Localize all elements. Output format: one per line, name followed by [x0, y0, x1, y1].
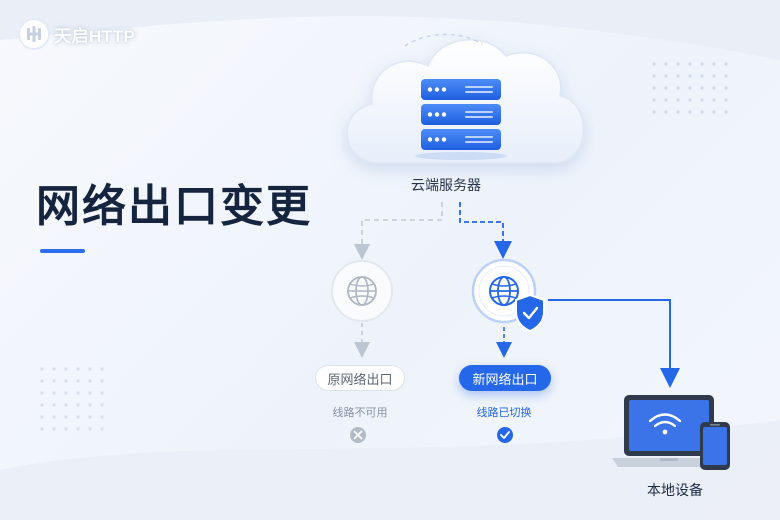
- old-exit-tag: 原网络出口: [315, 365, 405, 391]
- new-exit-tag: 新网络出口: [459, 365, 551, 391]
- new-exit-status: 线路已切换: [476, 406, 532, 419]
- laptop-icon: [612, 395, 726, 467]
- title-underline: [40, 249, 85, 253]
- old-exit-status: 线路不可用: [332, 406, 388, 419]
- brand-logo[interactable]: 天启HTTP: [20, 20, 135, 48]
- globe-icon: [331, 260, 393, 322]
- shield-check-icon: [515, 293, 545, 333]
- wifi-icon: [648, 413, 682, 435]
- check-circle-icon: [497, 427, 513, 443]
- old-route-line: [354, 202, 443, 260]
- new-route-line: [459, 202, 512, 259]
- dot-grid-decoration: [652, 62, 728, 114]
- close-circle-icon: [350, 427, 366, 443]
- page-title: 网络出口变更: [36, 181, 312, 232]
- dot-grid-decoration: [40, 367, 104, 431]
- cloud-server-label: 云端服务器: [411, 178, 481, 194]
- local-device-label: 本地设备: [647, 483, 703, 499]
- brand-name: 天启HTTP: [54, 26, 136, 46]
- cloud-icon: [346, 39, 585, 164]
- tianqi-logo-icon: [20, 20, 48, 48]
- smartphone-icon: [700, 422, 730, 470]
- server-stack-icon: [421, 79, 501, 150]
- device-route-line: [548, 299, 680, 388]
